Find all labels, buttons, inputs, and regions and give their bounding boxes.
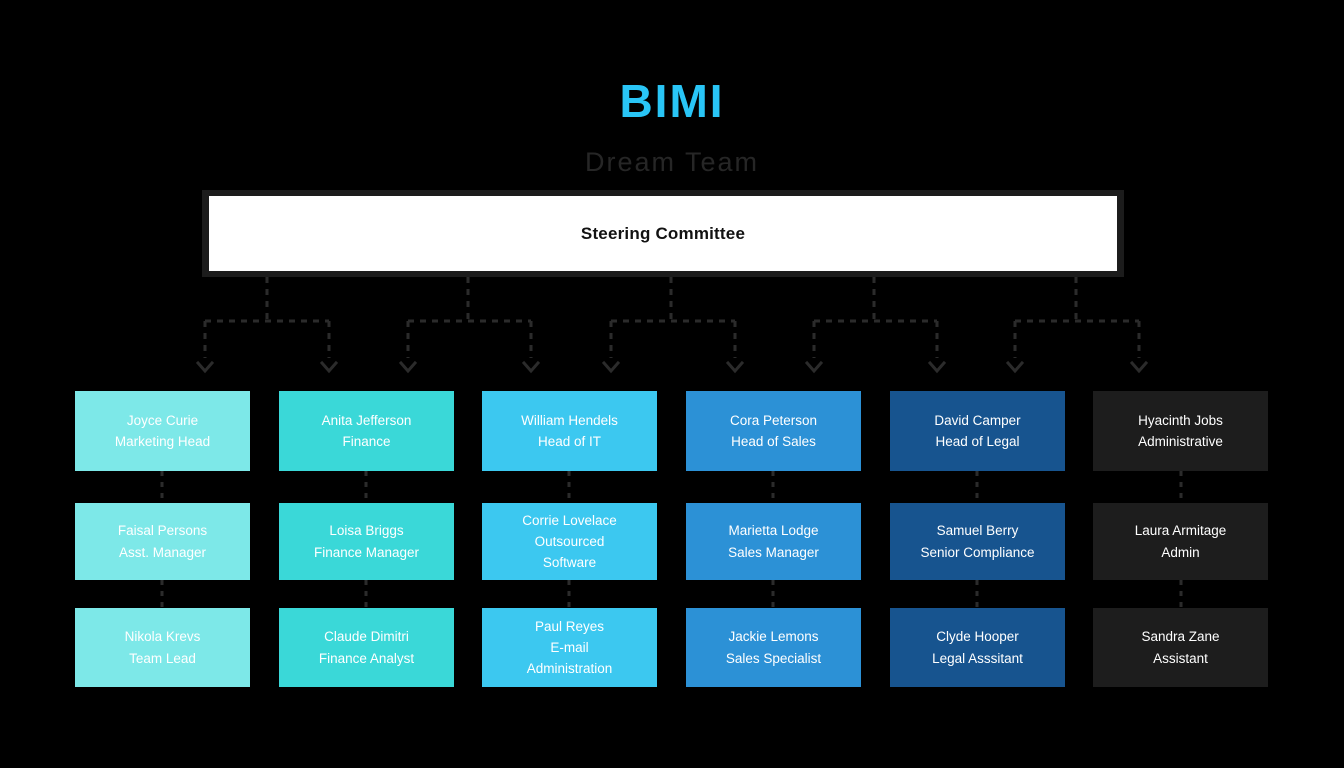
person-role: Finance Analyst	[318, 650, 415, 666]
steering-committee-node[interactable]: Steering Committee	[202, 190, 1124, 277]
person-role: Head of Legal	[935, 434, 1020, 449]
page-title: BIMI	[619, 75, 725, 127]
person-role: Finance	[342, 434, 391, 449]
person-name: Anita Jefferson	[321, 412, 412, 428]
steering-committee-label: Steering Committee	[580, 223, 746, 243]
person-role: E-mail	[550, 639, 589, 655]
person-name: Samuel Berry	[936, 523, 1019, 539]
person-card-laura-armitage[interactable]: Laura Armitage Admin	[1093, 503, 1268, 580]
person-role: Assistant	[1153, 650, 1208, 666]
person-role: Admin	[1161, 544, 1200, 560]
person-role: Administrative	[1138, 434, 1223, 449]
person-role-line2: Software	[542, 555, 597, 571]
person-role: Asst. Manager	[118, 544, 207, 560]
person-name: Clyde Hooper	[936, 629, 1019, 645]
person-role-line2: Administration	[526, 661, 613, 677]
person-card-cora-peterson[interactable]: Cora Peterson Head of Sales	[686, 391, 861, 471]
steering-committee-body: Steering Committee	[209, 196, 1117, 271]
person-card-william-hendels[interactable]: William Hendels Head of IT	[482, 391, 657, 471]
person-name: Corrie Lovelace	[522, 512, 617, 528]
title-block: BIMI Dream Team	[0, 78, 1344, 176]
page-subtitle: Dream Team	[584, 147, 760, 177]
person-role: Outsourced	[534, 533, 605, 549]
person-name: William Hendels	[521, 412, 618, 428]
person-name: Faisal Persons	[117, 523, 208, 539]
person-name: Loisa Briggs	[329, 523, 404, 539]
person-card-david-camper[interactable]: David Camper Head of Legal	[890, 391, 1065, 471]
person-card-hyacinth-jobs[interactable]: Hyacinth Jobs Administrative	[1093, 391, 1268, 471]
person-role: Head of Sales	[731, 434, 816, 449]
person-name: Hyacinth Jobs	[1138, 412, 1223, 428]
person-card-sandra-zane[interactable]: Sandra Zane Assistant	[1093, 608, 1268, 687]
person-card-samuel-berry[interactable]: Samuel Berry Senior Compliance	[890, 503, 1065, 580]
person-card-clyde-hooper[interactable]: Clyde Hooper Legal Asssitant	[890, 608, 1065, 687]
person-card-faisal-persons[interactable]: Faisal Persons Asst. Manager	[75, 503, 250, 580]
person-name: Laura Armitage	[1134, 523, 1227, 539]
person-role: Senior Compliance	[920, 544, 1035, 560]
person-card-jackie-lemons[interactable]: Jackie Lemons Sales Specialist	[686, 608, 861, 687]
person-role: Finance Manager	[313, 544, 420, 560]
person-name: Nikola Krevs	[124, 629, 201, 645]
person-card-marietta-lodge[interactable]: Marietta Lodge Sales Manager	[686, 503, 861, 580]
person-name: Marietta Lodge	[728, 523, 819, 539]
person-card-joyce-curie[interactable]: Joyce Curie Marketing Head	[75, 391, 250, 471]
person-card-claude-dimitri[interactable]: Claude Dimitri Finance Analyst	[279, 608, 454, 687]
person-role: Marketing Head	[114, 434, 211, 449]
person-role: Head of IT	[537, 434, 602, 449]
person-role: Legal Asssitant	[932, 650, 1023, 666]
person-name: Paul Reyes	[534, 618, 605, 634]
person-name: Joyce Curie	[126, 412, 199, 428]
person-card-corrie-lovelace[interactable]: Corrie Lovelace Outsourced Software	[482, 503, 657, 580]
person-card-anita-jefferson[interactable]: Anita Jefferson Finance	[279, 391, 454, 471]
person-role: Sales Specialist	[725, 650, 822, 666]
person-name: Sandra Zane	[1141, 629, 1220, 645]
person-role: Team Lead	[129, 650, 196, 666]
person-card-loisa-briggs[interactable]: Loisa Briggs Finance Manager	[279, 503, 454, 580]
person-name: Jackie Lemons	[728, 629, 819, 645]
person-name: David Camper	[934, 412, 1021, 428]
person-name: Cora Peterson	[729, 412, 818, 428]
person-name: Claude Dimitri	[324, 629, 409, 645]
person-card-nikola-krevs[interactable]: Nikola Krevs Team Lead	[75, 608, 250, 687]
person-role: Sales Manager	[728, 544, 819, 560]
person-card-paul-reyes[interactable]: Paul Reyes E-mail Administration	[482, 608, 657, 687]
